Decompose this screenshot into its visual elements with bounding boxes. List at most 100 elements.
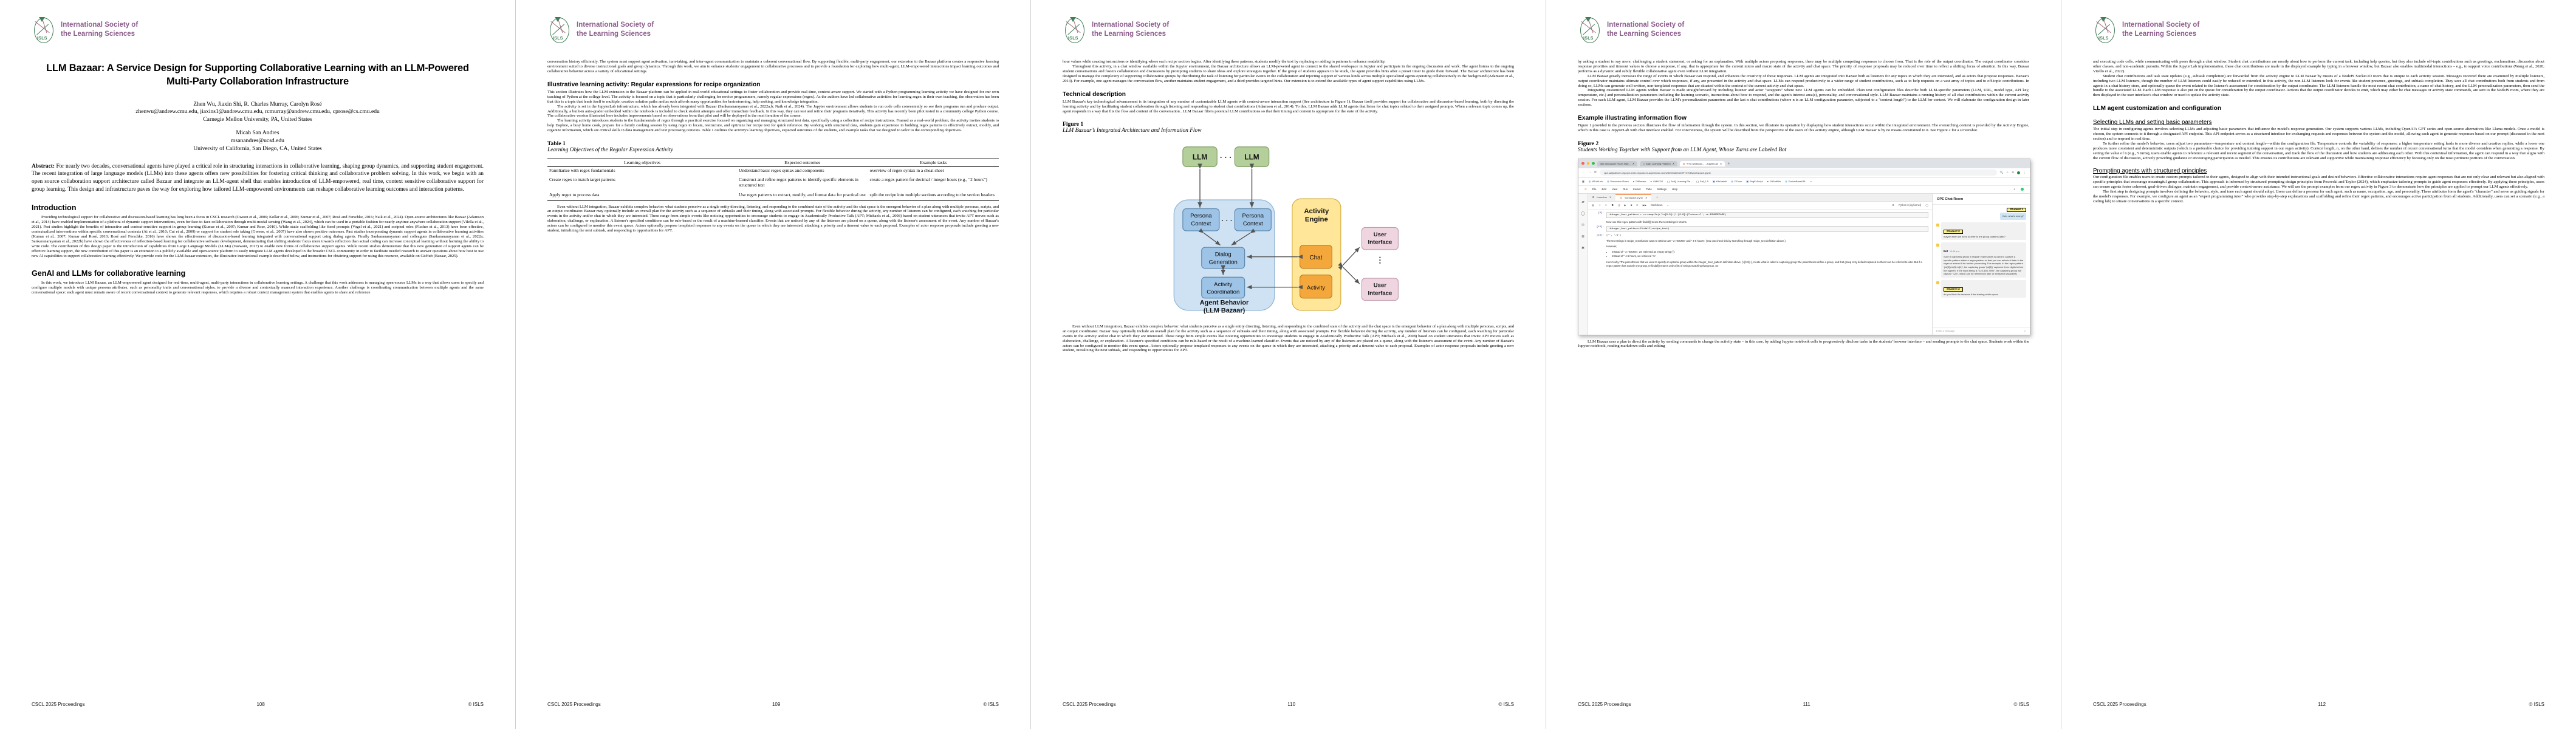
browser-tab[interactable]: ( ) Sail() Learning Platform ✕ bbox=[1640, 160, 1678, 166]
table-cell-task: split the recipe into multiple sections … bbox=[868, 191, 999, 201]
zoom-icon[interactable]: 🔍 bbox=[1999, 171, 2004, 174]
bookmark-item[interactable]: ●GitBazaar bbox=[1633, 180, 1646, 183]
window-zoom-icon[interactable] bbox=[1592, 162, 1595, 165]
close-icon[interactable]: ✕ bbox=[1719, 162, 1722, 165]
extensions-icon[interactable]: ⊘ bbox=[2012, 171, 2014, 174]
footer-page-number: 109 bbox=[772, 702, 781, 707]
cell-type-select[interactable]: Markdown bbox=[1651, 204, 1663, 207]
affiliation-line-1: Carnegie Mellon University, PA, United S… bbox=[203, 116, 312, 123]
jupyter-icon: ◉ bbox=[1683, 162, 1685, 165]
chat-input[interactable]: Enter a message bbox=[1936, 329, 1955, 333]
launcher-icon: ⊞ bbox=[1592, 196, 1595, 199]
stop-kernel-icon[interactable]: ■ bbox=[1630, 204, 1632, 207]
cut-cell-icon[interactable]: ✂ bbox=[1605, 204, 1608, 207]
window-close-icon[interactable] bbox=[1581, 162, 1584, 165]
cell-source[interactable]: integer_hour_pattern = re.compile(r'\s[0… bbox=[1606, 211, 1928, 218]
menu-file[interactable]: File bbox=[1592, 188, 1597, 191]
bookmarks-overflow-icon[interactable]: » bbox=[1810, 180, 1812, 183]
browser-tab-active[interactable]: ◉ RTC:workspac... - JupyterLab ✕ bbox=[1680, 160, 1725, 166]
bookmark-item[interactable]: ●GitMCDS bbox=[1650, 180, 1663, 183]
section-heading-example-flow: Example illustrating information flow bbox=[1578, 115, 1687, 122]
toc-icon[interactable]: ≣ bbox=[1581, 234, 1585, 239]
window-minimize-icon[interactable] bbox=[1586, 162, 1589, 165]
menu-settings[interactable]: Settings bbox=[1657, 188, 1667, 191]
insert-cell-icon[interactable]: ＋ bbox=[1598, 203, 1601, 207]
close-icon[interactable]: ✕ bbox=[1609, 196, 1612, 199]
send-icon[interactable]: ▷ bbox=[2024, 329, 2026, 333]
copy-cell-icon[interactable]: ⧉ bbox=[1611, 204, 1614, 207]
bookmark-item[interactable]: ◍MTurkLink bbox=[1589, 180, 1603, 183]
svg-text:Activity: Activity bbox=[1304, 208, 1329, 215]
settings-gear-icon[interactable]: ⚙ bbox=[1892, 204, 1895, 207]
illustrative-paragraph-3: The learning activity introduces student… bbox=[547, 118, 999, 133]
bookmark-item[interactable]: ◍DockerBaseURL bbox=[1785, 180, 1806, 183]
profile-avatar[interactable] bbox=[2017, 171, 2020, 174]
notebook-markdown-cell[interactable]: Here's why: The parentheses that we used… bbox=[1606, 260, 1922, 267]
bookmark-item[interactable]: ◍Discussion Room bbox=[1607, 180, 1629, 183]
isls-wordmark: International Society of the Learning Sc… bbox=[1092, 21, 1169, 38]
menu-view[interactable]: View bbox=[1611, 188, 1618, 191]
save-icon[interactable]: ▤ bbox=[1592, 204, 1594, 207]
reload-icon[interactable]: ⟳ bbox=[1594, 171, 1597, 175]
notebook-code-cell[interactable]: [10]: integer_hour_pattern.findall(recip… bbox=[1592, 225, 1928, 232]
close-icon[interactable]: ✕ bbox=[1672, 162, 1675, 165]
menu-help[interactable]: Help bbox=[1672, 188, 1677, 191]
figure2-caption: Students Working Together with Support f… bbox=[1578, 147, 1787, 154]
more-menu-icon[interactable]: ⋮ bbox=[2023, 171, 2026, 175]
bookmark-item[interactable]: ▣K8sAakriti bbox=[1713, 180, 1727, 183]
section-heading-introduction: Introduction bbox=[32, 204, 77, 213]
col4-paragraph-1: by asking a student to say more, challen… bbox=[1578, 60, 2029, 74]
running-kernels-icon[interactable]: ◯ bbox=[1581, 211, 1585, 216]
run-all-icon[interactable]: ▶▶ bbox=[1642, 204, 1647, 207]
notebook-markdown-list[interactable]: Instead of " 2 HOURS", we retrieved an e… bbox=[1606, 250, 1928, 259]
menu-tabs[interactable]: Tabs bbox=[1646, 188, 1652, 191]
kernel-name-label[interactable]: Python 3 (ipykernel) bbox=[1899, 204, 1922, 207]
new-notebook-tab-button[interactable]: ＋ bbox=[1656, 195, 1659, 199]
cell-prompt: [9]: bbox=[1598, 211, 1604, 214]
apps-grid-icon[interactable]: ▦ bbox=[1582, 180, 1584, 183]
bookmark-star-icon[interactable]: ☆ bbox=[2006, 171, 2009, 174]
user-avatar[interactable] bbox=[2021, 188, 2024, 191]
forward-icon[interactable]: → bbox=[1588, 171, 1591, 175]
share-icon[interactable]: < bbox=[2013, 188, 2015, 191]
notebook-code-cell[interactable]: [9]: integer_hour_pattern = re.compile(r… bbox=[1592, 211, 1928, 218]
menu-edit[interactable]: Edit bbox=[1601, 188, 1606, 191]
notebook-markdown-cell[interactable]: However, bbox=[1606, 244, 1617, 248]
affiliation-line-2: University of California, San Diego, CA,… bbox=[193, 145, 322, 152]
run-cell-icon[interactable]: ▶ bbox=[1624, 204, 1626, 207]
table-cell-outcome: Understand basic regex syntax and compon… bbox=[739, 168, 824, 174]
bookmark-item[interactable]: ( )Sail_1.5 bbox=[1696, 180, 1708, 183]
section-heading-genai: GenAI and LLMs for collaborative learnin… bbox=[32, 269, 186, 278]
file-browser-icon[interactable]: ▰ bbox=[1581, 200, 1584, 204]
subsection-heading-selecting-llms: Selecting LLMs and setting basic paramet… bbox=[2093, 119, 2212, 126]
globe-icon: ◍ bbox=[1607, 180, 1609, 183]
isls-mark-label: ISLS bbox=[37, 36, 47, 41]
close-icon[interactable]: ✕ bbox=[1645, 196, 1648, 199]
isls-wordmark-line2: the Learning Sciences bbox=[2122, 30, 2197, 38]
address-input[interactable]: ope.sailplatform.org/ope-learn-regular-e… bbox=[1600, 169, 1997, 176]
notebook-tab-launcher[interactable]: ⊞ Launcher ✕ bbox=[1588, 194, 1615, 200]
browser-tab[interactable]: (85) Discussion Room rege... ✕ bbox=[1597, 160, 1638, 166]
footer-left: CSCL 2025 Proceedings bbox=[1063, 702, 1116, 707]
bookmark-item[interactable]: ◍CZoom bbox=[1731, 180, 1742, 183]
restart-kernel-icon[interactable]: ⟳ bbox=[1636, 204, 1639, 207]
isls-wordmark: International Society of the Learning Sc… bbox=[2122, 21, 2199, 38]
new-tab-button[interactable]: ＋ bbox=[1727, 162, 1731, 166]
back-icon[interactable]: ← bbox=[1582, 171, 1585, 175]
isls-mark-label: ISLS bbox=[2098, 36, 2109, 41]
extensions-manager-icon[interactable]: ✱ bbox=[1581, 246, 1585, 250]
paste-cell-icon[interactable]: ❏ bbox=[1617, 204, 1620, 207]
menu-run[interactable]: Run bbox=[1623, 188, 1628, 191]
notebook-markdown-cell[interactable]: Now use this regex pattern with findall(… bbox=[1606, 220, 1687, 224]
chevron-down-icon[interactable]: ⌄ bbox=[1667, 204, 1670, 207]
bookmark-item[interactable]: ●GitSailK8s bbox=[1767, 180, 1781, 183]
collaborators-icon[interactable]: ⚇ bbox=[1581, 223, 1585, 227]
notebook-markdown-cell[interactable]: The text strings in recipe_text that we … bbox=[1606, 239, 1786, 242]
cell-source[interactable]: integer_hour_pattern.findall(recipe_text… bbox=[1606, 225, 1928, 232]
bookmark-item[interactable]: ( )Sail() Learning Pla... bbox=[1667, 180, 1692, 183]
chat-input-row[interactable]: Enter a message ▷ bbox=[1933, 326, 2030, 335]
close-icon[interactable]: ✕ bbox=[1632, 162, 1635, 165]
menu-kernel[interactable]: Kernel bbox=[1633, 188, 1641, 191]
bookmark-item[interactable]: ▣RegExScript bbox=[1746, 180, 1762, 183]
notebook-tab-workspace[interactable]: ▤ workspace.ipynb ✕ bbox=[1615, 194, 1652, 200]
